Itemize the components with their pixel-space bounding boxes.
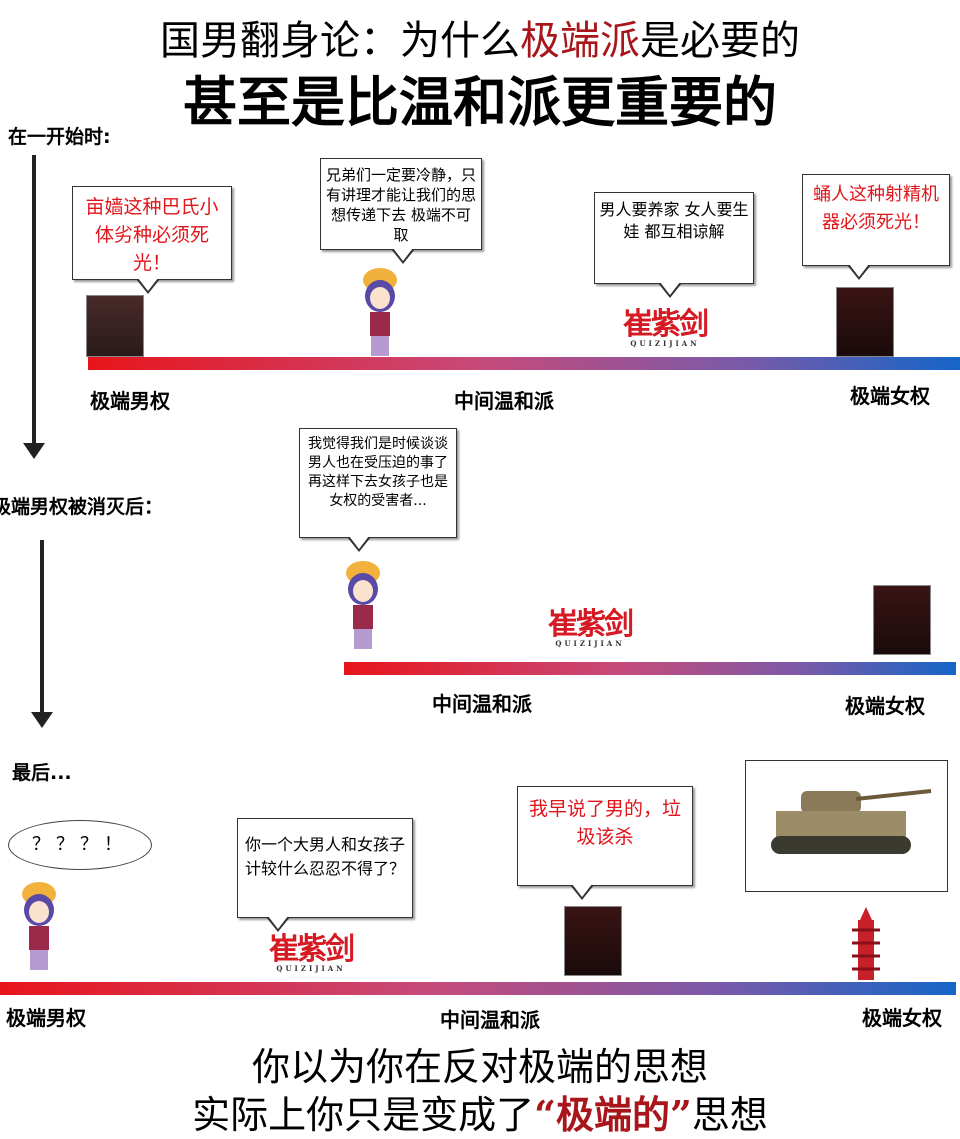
- speech-bubble: 我早说了男的，垃圾该杀: [517, 786, 693, 900]
- tank-bubble: [745, 760, 948, 892]
- down-arrow: [23, 155, 45, 459]
- conclusion-line-1: 你以为你在反对极端的思想: [251, 1045, 708, 1089]
- woman-photo: [564, 906, 622, 976]
- conclusion-text: 思想: [691, 1093, 768, 1137]
- speech-bubble: 男人要养家 女人要生娃 都互相谅解: [594, 192, 754, 298]
- title-text: 是必要的: [640, 18, 800, 64]
- label-extreme-female: 极端女权: [850, 384, 930, 408]
- logo-subtext: QUIZIJIAN: [630, 339, 700, 348]
- speech-bubble: 兄弟们一定要冷静，只有讲理才能让我们的思想传递下去 极端不可取: [320, 158, 482, 264]
- speech-bubble: 亩嫱这种巴氏小体劣种必须死光！: [72, 186, 232, 294]
- woman-photo: [873, 585, 931, 655]
- label-moderate: 中间温和派: [440, 1008, 540, 1032]
- thought-bubble: ？？？！: [8, 820, 152, 870]
- logo-subtext: QUIZIJIAN: [555, 639, 625, 648]
- logo-text: 崔紫剑: [548, 607, 634, 642]
- label-extreme-female: 极端女权: [862, 1006, 942, 1030]
- logo-text: 崔紫剑: [623, 307, 709, 342]
- spectrum-bar: [0, 982, 956, 995]
- down-arrow: [31, 540, 53, 728]
- label-moderate: 中间温和派: [432, 692, 532, 716]
- conclusion-text: 实际上你只是变成了: [192, 1093, 535, 1137]
- man-photo: [86, 295, 144, 357]
- conclusion-highlight: “极端的”: [534, 1092, 692, 1137]
- anime-girl-icon: [346, 561, 380, 649]
- section-finally-label: 最后...: [12, 762, 72, 784]
- anime-girl-icon: [363, 268, 397, 356]
- section-after-label: 极端男权被消灭后：: [0, 496, 164, 518]
- title-text: 国男翻身论：为什么: [160, 18, 520, 64]
- label-extreme-male: 极端男权: [90, 389, 170, 413]
- title-highlight: 极端派: [520, 18, 640, 64]
- conclusion-line-2: 实际上你只是变成了“极端的”思想: [0, 1084, 960, 1139]
- speech-bubble: 我觉得我们是时候谈谈男人也在受压迫的事了 再这样下去女孩子也是女权的受害者...: [299, 428, 457, 552]
- woman-photo: [836, 287, 894, 357]
- title-line-2: 甚至是比温和派更重要的: [183, 71, 777, 134]
- speech-bubble: 蛹人这种射精机器必须死光！: [802, 174, 950, 280]
- speech-bubble: 你一个大男人和女孩子计较什么忍忍不得了？: [237, 818, 413, 932]
- anime-girl-icon: [22, 882, 56, 970]
- tank-icon: [771, 789, 932, 854]
- label-extreme-male: 极端男权: [6, 1006, 86, 1030]
- title-line-1: 国男翻身论：为什么极端派是必要的: [0, 8, 960, 66]
- logo-text: 崔紫剑: [269, 932, 355, 967]
- pagoda-icon: [852, 907, 880, 980]
- label-moderate: 中间温和派: [454, 389, 554, 413]
- logo-subtext: QUIZIJIAN: [276, 964, 346, 973]
- spectrum-bar: [88, 357, 960, 370]
- spectrum-bar: [344, 662, 956, 675]
- label-extreme-female: 极端女权: [845, 694, 925, 718]
- section-start-label: 在一开始时:: [8, 126, 111, 148]
